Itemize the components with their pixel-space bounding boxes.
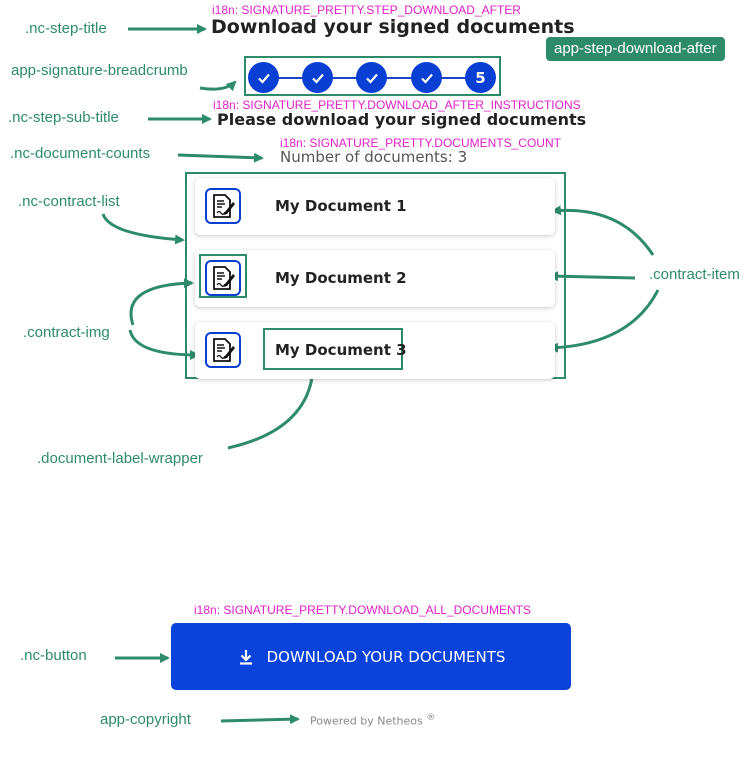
contract-item[interactable]: My Document 1 bbox=[195, 178, 555, 235]
arrow-label-wrapper bbox=[227, 368, 318, 450]
annotation-step-title: .nc-step-title bbox=[25, 20, 107, 37]
annotation-contract-item: .contract-item bbox=[649, 266, 740, 283]
annotation-nc-button: .nc-button bbox=[20, 647, 87, 664]
annotation-copyright: app-copyright bbox=[100, 711, 191, 728]
annotation-document-counts: .nc-document-counts bbox=[10, 145, 151, 162]
download-icon bbox=[239, 649, 252, 665]
registered-mark: ® bbox=[426, 712, 436, 723]
i18n-download-after-instructions: i18n: SIGNATURE_PRETTY.DOWNLOAD_AFTER_IN… bbox=[213, 98, 581, 112]
arrow-contract-list bbox=[101, 213, 185, 245]
document-label: My Document 2 bbox=[275, 269, 407, 287]
contract-document-icon bbox=[213, 266, 235, 290]
document-counts: Number of documents: 3 bbox=[280, 148, 468, 166]
check-icon bbox=[365, 73, 378, 84]
contract-document-icon bbox=[213, 194, 235, 218]
download-button-label: DOWNLOAD YOUR DOCUMENTS bbox=[266, 647, 506, 666]
contract-img-highlight bbox=[199, 254, 247, 298]
contract-img bbox=[205, 260, 241, 296]
i18n-step-download-after: i18n: SIGNATURE_PRETTY.STEP_DOWNLOAD_AFT… bbox=[212, 3, 521, 17]
contract-list: My Document 1 My Document 2 My Document … bbox=[185, 172, 566, 379]
contract-img bbox=[205, 188, 241, 224]
step-sub-title: Please download your signed documents bbox=[217, 110, 587, 129]
contract-item[interactable]: My Document 2 bbox=[195, 250, 555, 307]
page-title: Download your signed documents bbox=[211, 16, 575, 38]
i18n-download-all-documents: i18n: SIGNATURE_PRETTY.DOWNLOAD_ALL_DOCU… bbox=[194, 603, 531, 617]
arrow-contract-item-3 bbox=[548, 289, 660, 353]
arrow-copyright bbox=[220, 714, 300, 725]
annotation-contract-list: .nc-contract-list bbox=[18, 193, 120, 210]
arrow-contract-item-1 bbox=[551, 205, 655, 256]
annotation-step-sub-title: .nc-step-sub-title bbox=[8, 109, 119, 126]
check-icon bbox=[311, 73, 324, 84]
copyright[interactable]: Powered by Netheos ® bbox=[310, 712, 435, 728]
download-documents-button[interactable]: DOWNLOAD YOUR DOCUMENTS bbox=[171, 623, 571, 690]
copyright-text: Powered by Netheos bbox=[310, 714, 423, 728]
annotation-document-label-wrapper: .document-label-wrapper bbox=[37, 450, 203, 467]
breadcrumb-step-number: 5 bbox=[475, 68, 486, 87]
breadcrumb-step-4 bbox=[411, 62, 442, 93]
i18n-documents-count: i18n: SIGNATURE_PRETTY.DOCUMENTS_COUNT bbox=[280, 136, 561, 150]
component-tag: app-step-download-after bbox=[546, 37, 725, 61]
breadcrumb-step-1 bbox=[248, 62, 279, 93]
breadcrumb-step-2 bbox=[302, 62, 333, 93]
signature-breadcrumb: 5 bbox=[244, 56, 501, 96]
check-icon bbox=[257, 73, 270, 84]
document-label: My Document 3 bbox=[275, 341, 407, 359]
contract-item[interactable]: My Document 3 bbox=[195, 322, 555, 379]
contract-img bbox=[205, 332, 241, 368]
contract-document-icon bbox=[213, 338, 235, 362]
arrow-contract-img-2 bbox=[129, 278, 194, 326]
check-icon bbox=[420, 73, 433, 84]
arrow-breadcrumb bbox=[199, 80, 237, 92]
annotation-contract-img: .contract-img bbox=[23, 324, 110, 341]
document-label-wrapper bbox=[263, 328, 403, 370]
breadcrumb-step-5: 5 bbox=[465, 62, 496, 93]
breadcrumb-step-3 bbox=[356, 62, 387, 93]
document-label: My Document 1 bbox=[275, 197, 407, 215]
arrow-document-counts bbox=[177, 152, 264, 163]
annotation-breadcrumb: app-signature-breadcrumb bbox=[11, 62, 188, 79]
